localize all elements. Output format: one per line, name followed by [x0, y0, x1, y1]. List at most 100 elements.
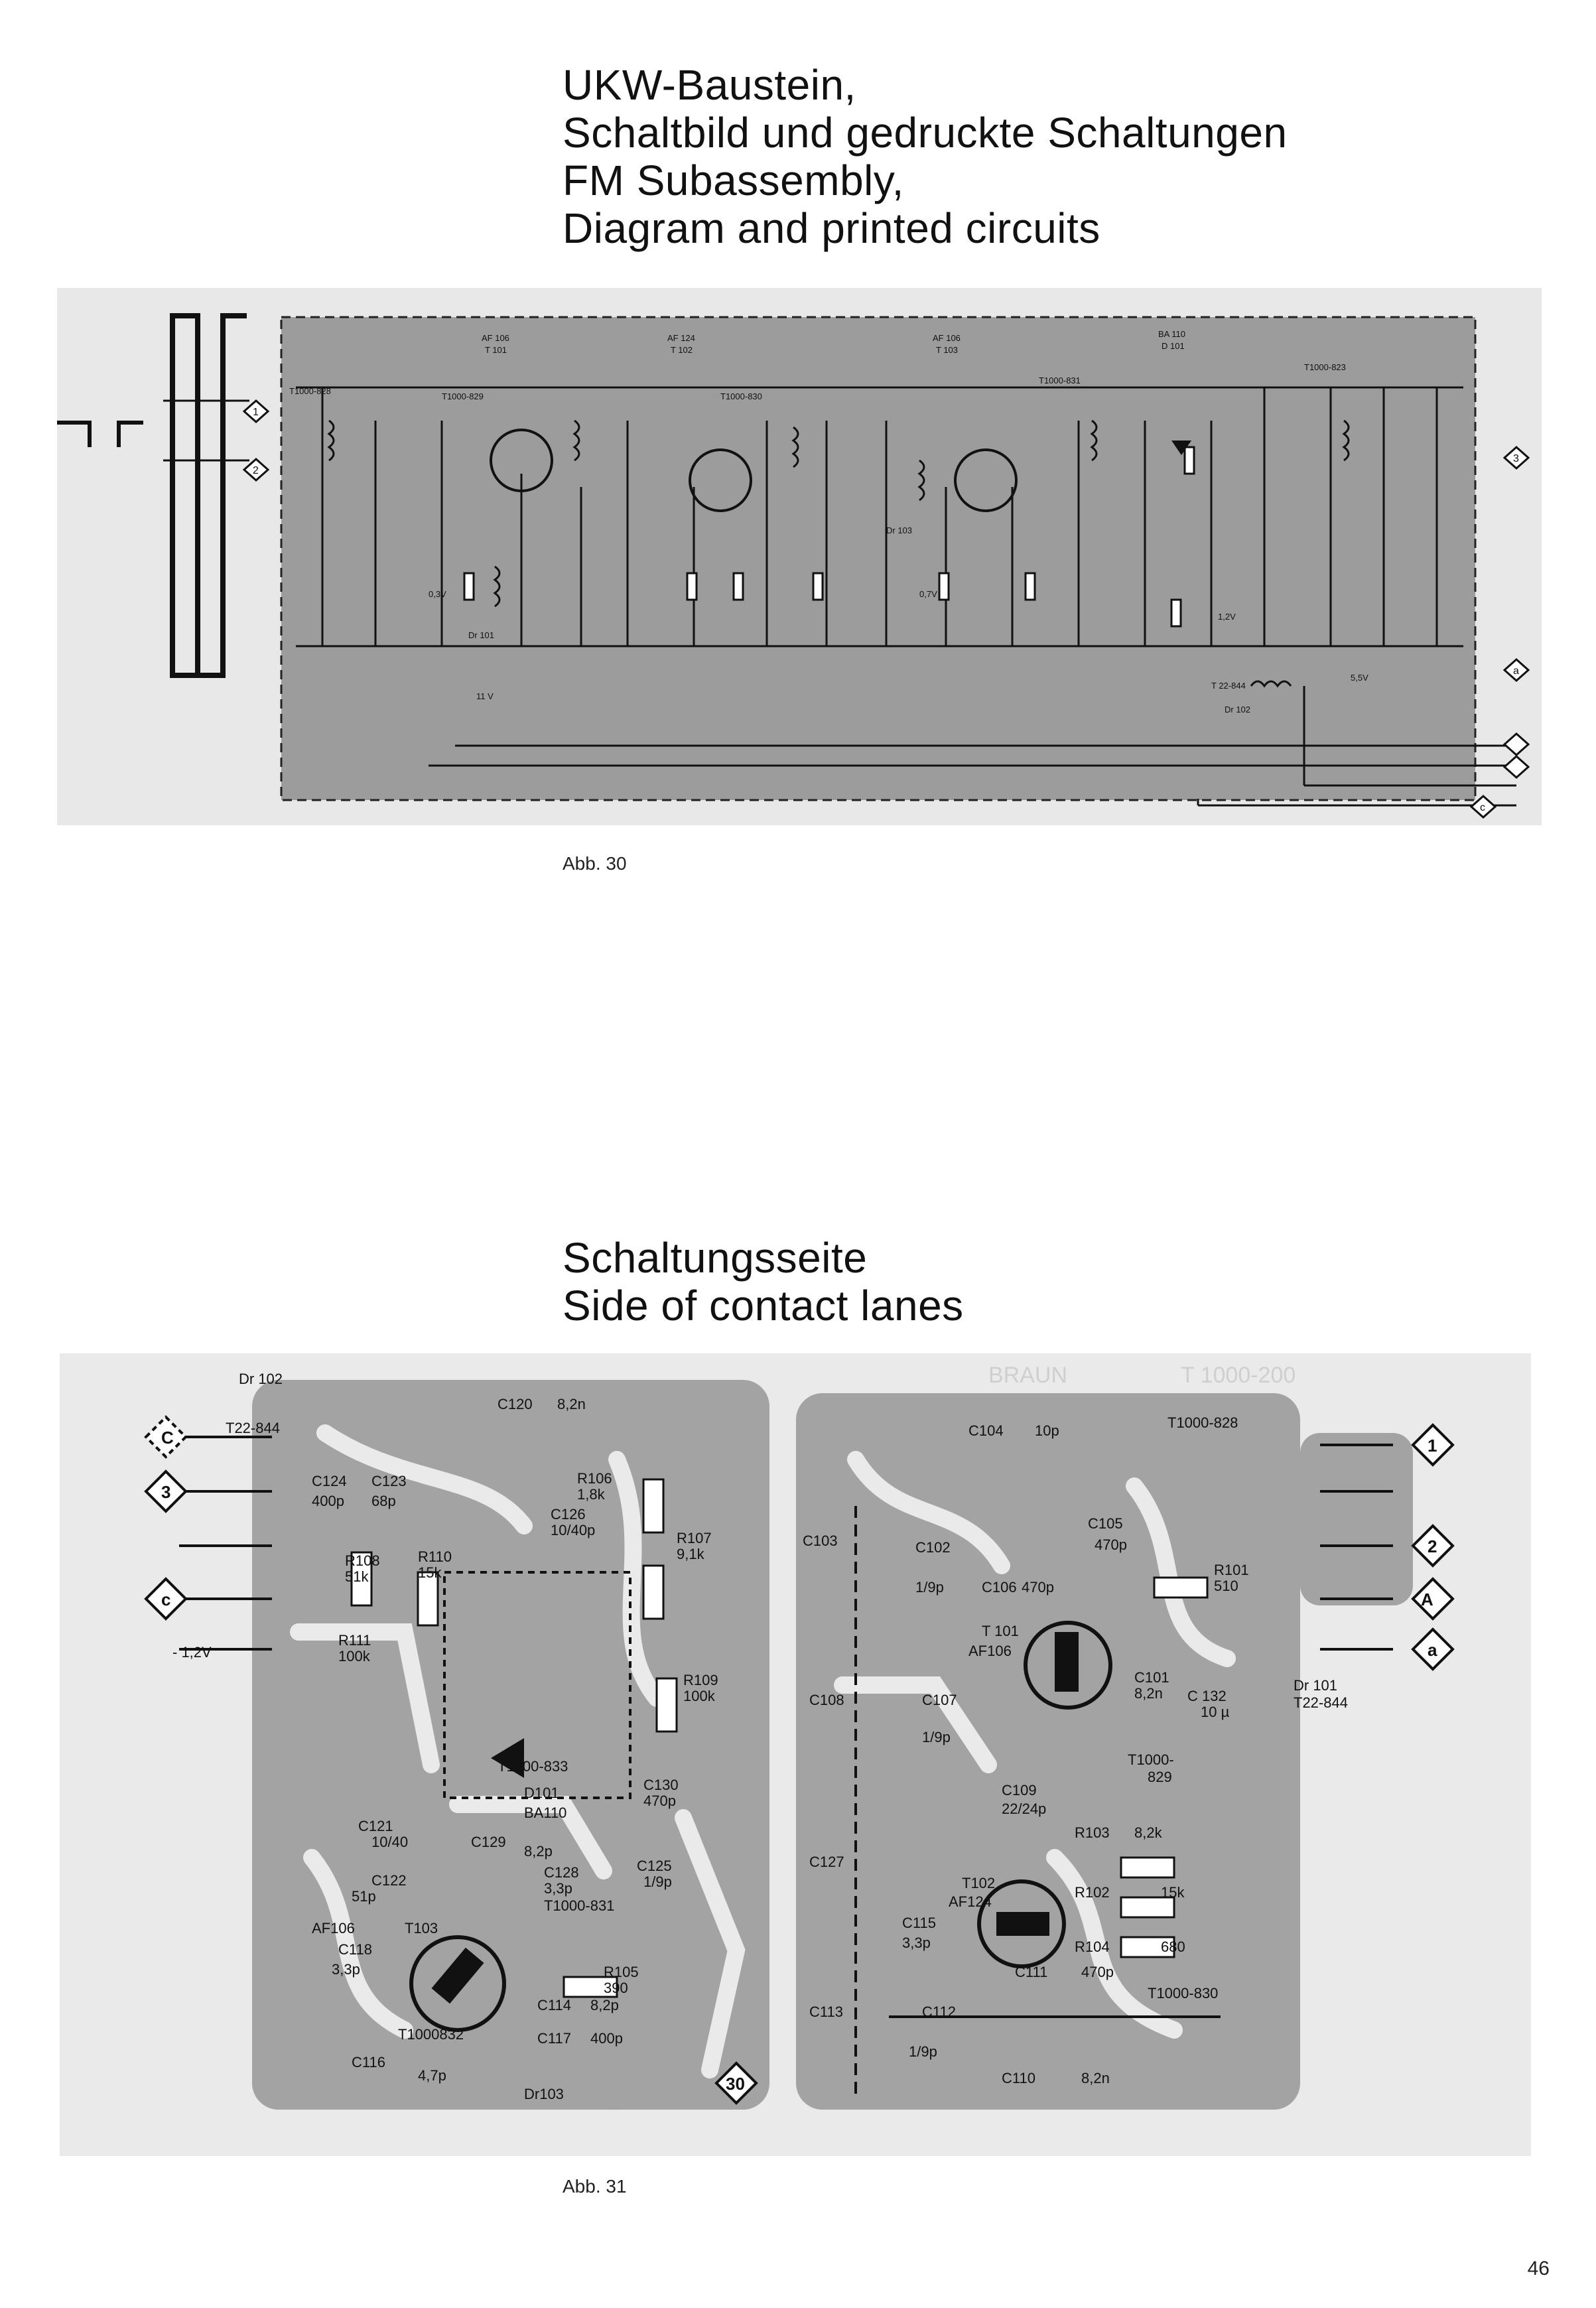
svg-text:C115: C115	[902, 1915, 936, 1931]
svg-text:10/40p: 10/40p	[551, 1522, 595, 1538]
svg-text:R107: R107	[677, 1530, 712, 1546]
svg-text:C112: C112	[922, 2003, 956, 2020]
svg-text:R104: R104	[1075, 1938, 1110, 1955]
svg-text:R111: R111	[338, 1632, 371, 1649]
svg-text:T1000-830: T1000-830	[720, 391, 762, 401]
svg-text:AF106: AF106	[312, 1920, 355, 1936]
page-number: 46	[1527, 2258, 1550, 2279]
svg-text:8,2n: 8,2n	[1081, 2070, 1110, 2086]
svg-text:C: C	[161, 1428, 174, 1448]
svg-text:C129: C129	[471, 1834, 506, 1850]
svg-text:T22-844: T22-844	[226, 1420, 280, 1436]
svg-text:T1000-828: T1000-828	[1167, 1414, 1238, 1431]
svg-text:C121: C121	[358, 1818, 393, 1834]
svg-text:470p: 470p	[1081, 1964, 1114, 1980]
svg-text:R106: R106	[577, 1470, 612, 1487]
figure-caption: Abb. 30	[563, 853, 627, 874]
svg-text:BA 110: BA 110	[1158, 329, 1185, 339]
svg-text:470p: 470p	[643, 1793, 676, 1809]
svg-text:Dr103: Dr103	[524, 2086, 564, 2102]
svg-text:C110: C110	[1002, 2070, 1035, 2086]
svg-text:3,3p: 3,3p	[544, 1880, 572, 1897]
svg-text:T103: T103	[405, 1920, 438, 1936]
svg-text:1/9p: 1/9p	[915, 1579, 944, 1595]
title-line: Schaltungsseite	[563, 1234, 868, 1282]
svg-text:2: 2	[1428, 1536, 1437, 1556]
svg-text:T1000-: T1000-	[1128, 1751, 1174, 1768]
svg-text:15k: 15k	[1161, 1884, 1185, 1901]
svg-text:10 µ: 10 µ	[1201, 1704, 1230, 1720]
title-line: FM Subassembly,	[563, 157, 904, 204]
svg-text:100k: 100k	[338, 1648, 371, 1664]
svg-text:30: 30	[726, 2074, 745, 2094]
svg-text:1: 1	[1428, 1436, 1437, 1456]
svg-text:3: 3	[161, 1482, 170, 1502]
svg-text:8,2n: 8,2n	[1134, 1685, 1163, 1702]
svg-text:68p: 68p	[371, 1493, 396, 1509]
svg-text:3,3p: 3,3p	[332, 1961, 360, 1978]
svg-text:510: 510	[1214, 1578, 1238, 1594]
svg-text:AF124: AF124	[949, 1893, 992, 1910]
svg-text:T1000-829: T1000-829	[442, 391, 484, 401]
svg-text:T 101: T 101	[982, 1623, 1019, 1639]
svg-text:C120: C120	[498, 1396, 533, 1412]
svg-text:8,2p: 8,2p	[590, 1997, 619, 2013]
svg-text:C122: C122	[371, 1872, 407, 1889]
svg-text:22/24p: 22/24p	[1002, 1800, 1046, 1817]
svg-text:T1000-828: T1000-828	[289, 386, 331, 396]
figure-caption: Abb. 31	[563, 2176, 627, 2197]
svg-text:1,2V: 1,2V	[1218, 612, 1236, 622]
svg-text:D 101: D 101	[1162, 341, 1185, 351]
svg-text:8,2n: 8,2n	[557, 1396, 586, 1412]
svg-text:C114: C114	[537, 1997, 571, 2013]
svg-text:R103: R103	[1075, 1824, 1110, 1841]
svg-text:C102: C102	[915, 1539, 951, 1556]
svg-text:T22-844: T22-844	[1294, 1694, 1348, 1711]
svg-text:C125: C125	[637, 1858, 672, 1874]
title-line: Schaltbild und gedruckte Schaltungen	[563, 109, 1288, 157]
svg-text:T1000-830: T1000-830	[1148, 1985, 1218, 2002]
svg-text:C118: C118	[338, 1941, 372, 1958]
svg-text:AF 106: AF 106	[482, 333, 509, 343]
svg-text:A: A	[1421, 1590, 1433, 1609]
svg-text:470p: 470p	[1022, 1579, 1054, 1595]
svg-text:C 132: C 132	[1187, 1688, 1227, 1704]
svg-text:C128: C128	[544, 1864, 579, 1881]
svg-text:2: 2	[253, 465, 259, 476]
svg-text:1,8k: 1,8k	[577, 1486, 606, 1503]
title-line: Diagram and printed circuits	[563, 204, 1100, 252]
svg-text:C101: C101	[1134, 1669, 1169, 1686]
svg-text:Dr 102: Dr 102	[1225, 705, 1250, 714]
svg-text:T1000-831: T1000-831	[544, 1897, 614, 1914]
svg-text:T102: T102	[962, 1875, 995, 1891]
svg-text:1/9p: 1/9p	[643, 1873, 672, 1890]
svg-text:680: 680	[1161, 1938, 1185, 1955]
svg-text:AF 106: AF 106	[933, 333, 961, 343]
svg-text:C127: C127	[809, 1854, 844, 1870]
svg-text:4,7p: 4,7p	[418, 2067, 446, 2084]
svg-text:Dr 102: Dr 102	[239, 1371, 283, 1387]
svg-text:C109: C109	[1002, 1782, 1037, 1799]
svg-text:T 102: T 102	[671, 345, 693, 355]
svg-text:829: 829	[1148, 1769, 1172, 1785]
svg-text:11 V: 11 V	[476, 691, 494, 701]
svg-text:C104: C104	[968, 1422, 1004, 1439]
svg-text:Dr 101: Dr 101	[1294, 1677, 1337, 1694]
svg-text:1/9p: 1/9p	[922, 1729, 951, 1745]
svg-text:C107: C107	[922, 1692, 957, 1708]
svg-text:T1000-831: T1000-831	[1039, 375, 1081, 385]
svg-text:T1000-823: T1000-823	[1304, 362, 1346, 372]
svg-text:R102: R102	[1075, 1884, 1110, 1901]
svg-text:AF106: AF106	[968, 1643, 1012, 1659]
svg-text:470p: 470p	[1095, 1536, 1127, 1553]
svg-text:D101: D101	[524, 1785, 559, 1801]
svg-text:51p: 51p	[352, 1888, 376, 1905]
svg-text:10p: 10p	[1035, 1422, 1059, 1439]
svg-text:T 22-844: T 22-844	[1211, 681, 1246, 691]
svg-text:C116: C116	[352, 2054, 385, 2070]
svg-text:BRAUN: BRAUN	[988, 1363, 1067, 1388]
svg-text:390: 390	[604, 1980, 628, 1996]
svg-text:C106: C106	[982, 1579, 1017, 1595]
